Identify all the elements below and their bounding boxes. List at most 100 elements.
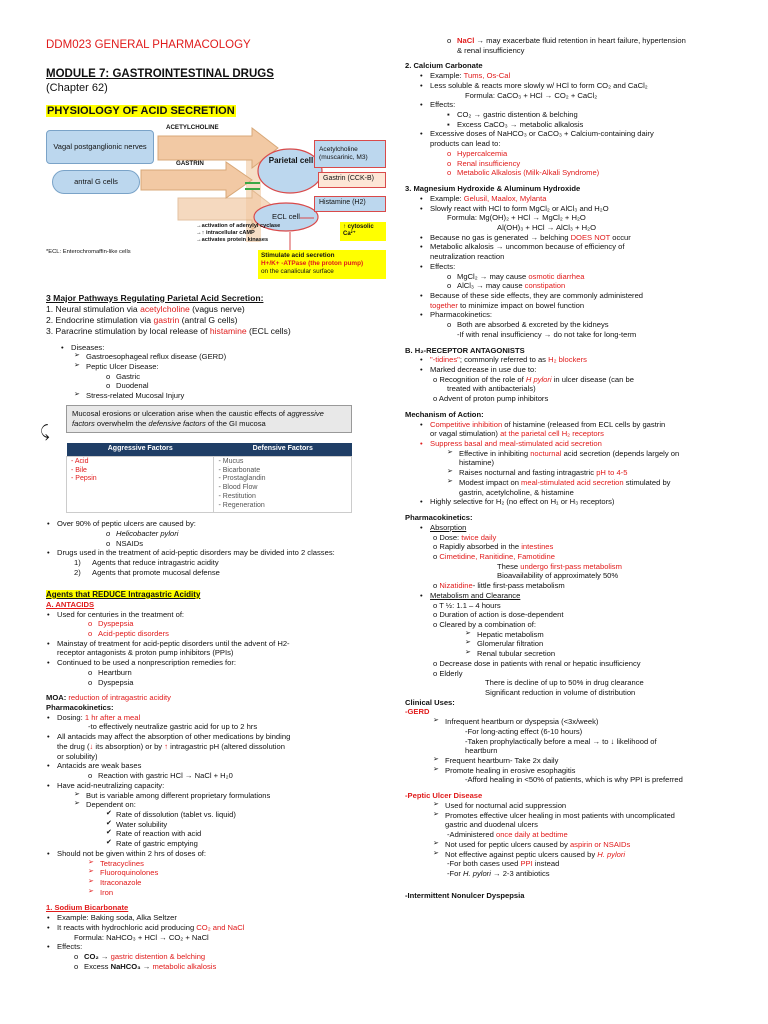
h2-title: B. H₂-RECEPTOR ANTAGONISTS <box>405 345 525 355</box>
h2-moa-2b: Raises nocturnal and fasting intragastri… <box>447 468 740 478</box>
antacid-not-given: Should not be given within 2 hrs of dose… <box>46 849 366 859</box>
disease-pud: Peptic Ulcer Disease: <box>74 362 366 372</box>
parietal-cell-label: Parietal cell <box>268 155 314 165</box>
h2-decrease-2: o Advent of proton pump inhibitors <box>433 394 549 404</box>
calcium-example: Example: Tums, Os-Cal <box>419 71 740 81</box>
pud-2: Promotes effective ulcer healing in most… <box>433 811 740 830</box>
h2-clear-hepatic: Hepatic metabolism <box>465 630 740 640</box>
h2-abs-2: o Rapidly absorbed in the intestines <box>433 542 554 552</box>
h2-pk-label: Pharmacokinetics: <box>405 513 473 523</box>
cytosolic-ca-label: ↑ cytosolic Ca²⁺ <box>340 221 386 242</box>
h2-metabolism: Metabolism and Clearance <box>419 591 740 601</box>
calcium-effects: Effects: <box>419 100 740 110</box>
antacids-section: Agents that REDUCE Intragastric Acidity … <box>46 589 366 898</box>
pud-4d: -For H. pylori → 2-3 antibiotics <box>447 868 550 878</box>
antacid-moa: MOA: reduction of intragastric acidity <box>46 693 171 703</box>
not-given-item: Iron <box>88 888 366 898</box>
h2-moa-label: Mechanism of Action: <box>405 409 484 419</box>
h2-clear-3: o Cleared by a combination of: <box>433 619 536 629</box>
dependent-dissolution: Rate of dissolution (tablet vs. liquid) <box>106 810 366 820</box>
acetylcholine-label: ACETYLCHOLINE <box>166 123 219 131</box>
pud-2c: -Administered once daily at bedtime <box>447 830 568 840</box>
use-dyspepsia-2: Dyspepsia <box>88 678 366 688</box>
antacid-use-1: Used for centuries in the treatment of: <box>46 610 366 620</box>
antacid-dosing: Dosing: 1 hr after a meal <box>46 713 366 723</box>
magnesium-pk-1: Both are absorbed & excreted by the kidn… <box>447 320 740 330</box>
calcium-effect-2: Excess CaCO₃ → metabolic alkalosis <box>447 120 740 130</box>
defensive-item: - Bicarbonate <box>218 466 261 474</box>
chapter-label: (Chapter 62) <box>46 82 108 95</box>
curved-arrow-icon: ⤹ <box>40 423 50 441</box>
disease-pud-duodenal: Duodenal <box>106 381 366 391</box>
capacity-variable: But is variable among different propriet… <box>74 791 366 801</box>
h2-clinical-uses: Clinical Uses: <box>405 697 455 707</box>
sodium-title: 1. Sodium Bicarbonate <box>46 903 129 913</box>
h2-decrease-1: o Recognition of the role of H pylori in… <box>433 374 634 384</box>
magnesium-pk: Pharmacokinetics: <box>419 310 740 320</box>
magnesium-example: Example: Gelusil, Maalox, Mylanta <box>419 194 740 204</box>
pathway-1: 1. Neural stimulation via acetylcholine … <box>46 303 245 314</box>
ulcers-section: Over 90% of peptic ulcers are caused by:… <box>46 519 366 577</box>
capacity-dependent: Dependent on: <box>74 800 366 810</box>
dependent-reaction: Rate of reaction with acid <box>106 829 366 839</box>
h2-abs-1: o Dose: twice daily <box>433 532 497 542</box>
antral-g-cells-box: antral G cells <box>52 169 140 194</box>
diagram-svg <box>140 126 336 258</box>
vagal-nerves-box: Vagal postganglionic nerves <box>46 129 154 164</box>
gerd-3a: -Afford healing in <50% of patients, whi… <box>465 775 683 785</box>
gerd-1b: -Taken prophylactically before a meal → … <box>465 736 657 746</box>
parietal-cell-shape <box>257 147 323 194</box>
antacid-use-2: Mainstay of treatment for acid-peptic di… <box>46 639 366 658</box>
antacid-pk-label: Pharmacokinetics: <box>46 703 114 713</box>
aggressive-item: - Bile <box>71 466 87 474</box>
sodium-effect-2: Excess NaHCO₃ → metabolic alkalosis <box>74 962 366 972</box>
h2-elderly-1: There is decline of up to 50% in drug cl… <box>485 678 644 688</box>
module-title: MODULE 7: GASTROINTESTINAL DRUGS <box>46 67 274 80</box>
stimulate-acid-box: Stimulate acid secretion H+/K+ -ATPase (… <box>258 249 386 279</box>
antacids-title: A. ANTACIDS <box>46 599 95 609</box>
h2-clear-renal: Renal tubular secretion <box>465 649 740 659</box>
h2-clear-5: o Elderly <box>433 668 463 678</box>
magnesium-alkalosis: Metabolic alkalosis → uncommon because o… <box>419 242 740 261</box>
h2-abs-5: Bioavailability of approximately 50% <box>497 571 619 581</box>
pud-1: Used for nocturnal acid suppression <box>433 801 740 811</box>
h2-pud: -Peptic Ulcer Disease <box>405 791 483 801</box>
h2-decrease-1b: treated with antibacterials) <box>447 384 536 394</box>
mucosa-block: ⤹ Mucosal erosions or ulceration arise w… <box>40 404 366 514</box>
magnesium-together: Because of these side effects, they are … <box>419 291 740 310</box>
calcium-title: 2. Calcium Carbonate <box>405 61 483 71</box>
pathway-2: 2. Endocrine stimulation via gastrin (an… <box>46 314 238 325</box>
calcium-excessive: Excessive doses of NaHCO₃ or CaCO₃ + Cal… <box>419 129 740 148</box>
magnesium-effects: Effects: <box>419 262 740 272</box>
not-given-item: Itraconazole <box>88 878 366 888</box>
gerd-1a: -For long-acting effect (6-10 hours) <box>465 726 583 736</box>
gerd-1: Infrequent heartburn or dyspepsia (<3x/w… <box>433 717 740 727</box>
magnesium-reaction: Slowly react with HCl to form MgCl₂ or A… <box>419 204 740 214</box>
h2-absorption: Absorption <box>419 523 740 533</box>
activation-step-3: →activates protein kinases <box>196 237 269 244</box>
aggressive-item: - Pepsin <box>71 475 97 483</box>
aggressive-header: Aggressive Factors <box>66 442 214 457</box>
class-2: 2)Agents that promote mucosal defense <box>74 567 220 577</box>
not-given-item: Fluoroquinolones <box>88 868 366 878</box>
calcium-risk-item: Metabolic Alkalosis (Milk-Alkali Syndrom… <box>447 168 740 178</box>
pud-4c: -For both cases used PPI instead <box>447 859 560 869</box>
calcium-section: 2. Calcium Carbonate Example: Tums, Os-C… <box>405 61 740 178</box>
receptor-gastrin: Gastrin (CCK-B) <box>318 171 386 188</box>
sodium-effect-1: CO₂ → gastric distention & belching <box>74 952 366 962</box>
magnesium-title: 3. Magnesium Hydroxide & Aluminum Hydrox… <box>405 184 581 194</box>
magnesium-effect-2: AlCl₃ → may cause constipation <box>447 281 740 291</box>
right-column: NaCl → may exacerbate fluid retention in… <box>405 36 740 900</box>
disease-pud-gastric: Gastric <box>106 372 366 382</box>
defensive-item: - Mucus <box>218 457 244 465</box>
course-title: DDM023 GENERAL PHARMACOLOGY <box>46 39 251 51</box>
antacid-capacity: Have acid-neutralizing capacity: <box>46 781 366 791</box>
magnesium-pk-2: -If with renal insufficiency → do not ta… <box>457 329 637 339</box>
defensive-header: Defensive Factors <box>213 442 352 457</box>
defensive-item: - Restitution <box>218 493 256 501</box>
defensive-item: - Regeneration <box>218 502 265 510</box>
sodium-formula: Formula: NaHCO₃ + HCl → CO₂ + NaCl <box>74 932 209 942</box>
h2-abs-4: These undergo first-pass metabolism <box>497 561 622 571</box>
cause-hpylori: Helicobacter pylori <box>106 529 366 539</box>
